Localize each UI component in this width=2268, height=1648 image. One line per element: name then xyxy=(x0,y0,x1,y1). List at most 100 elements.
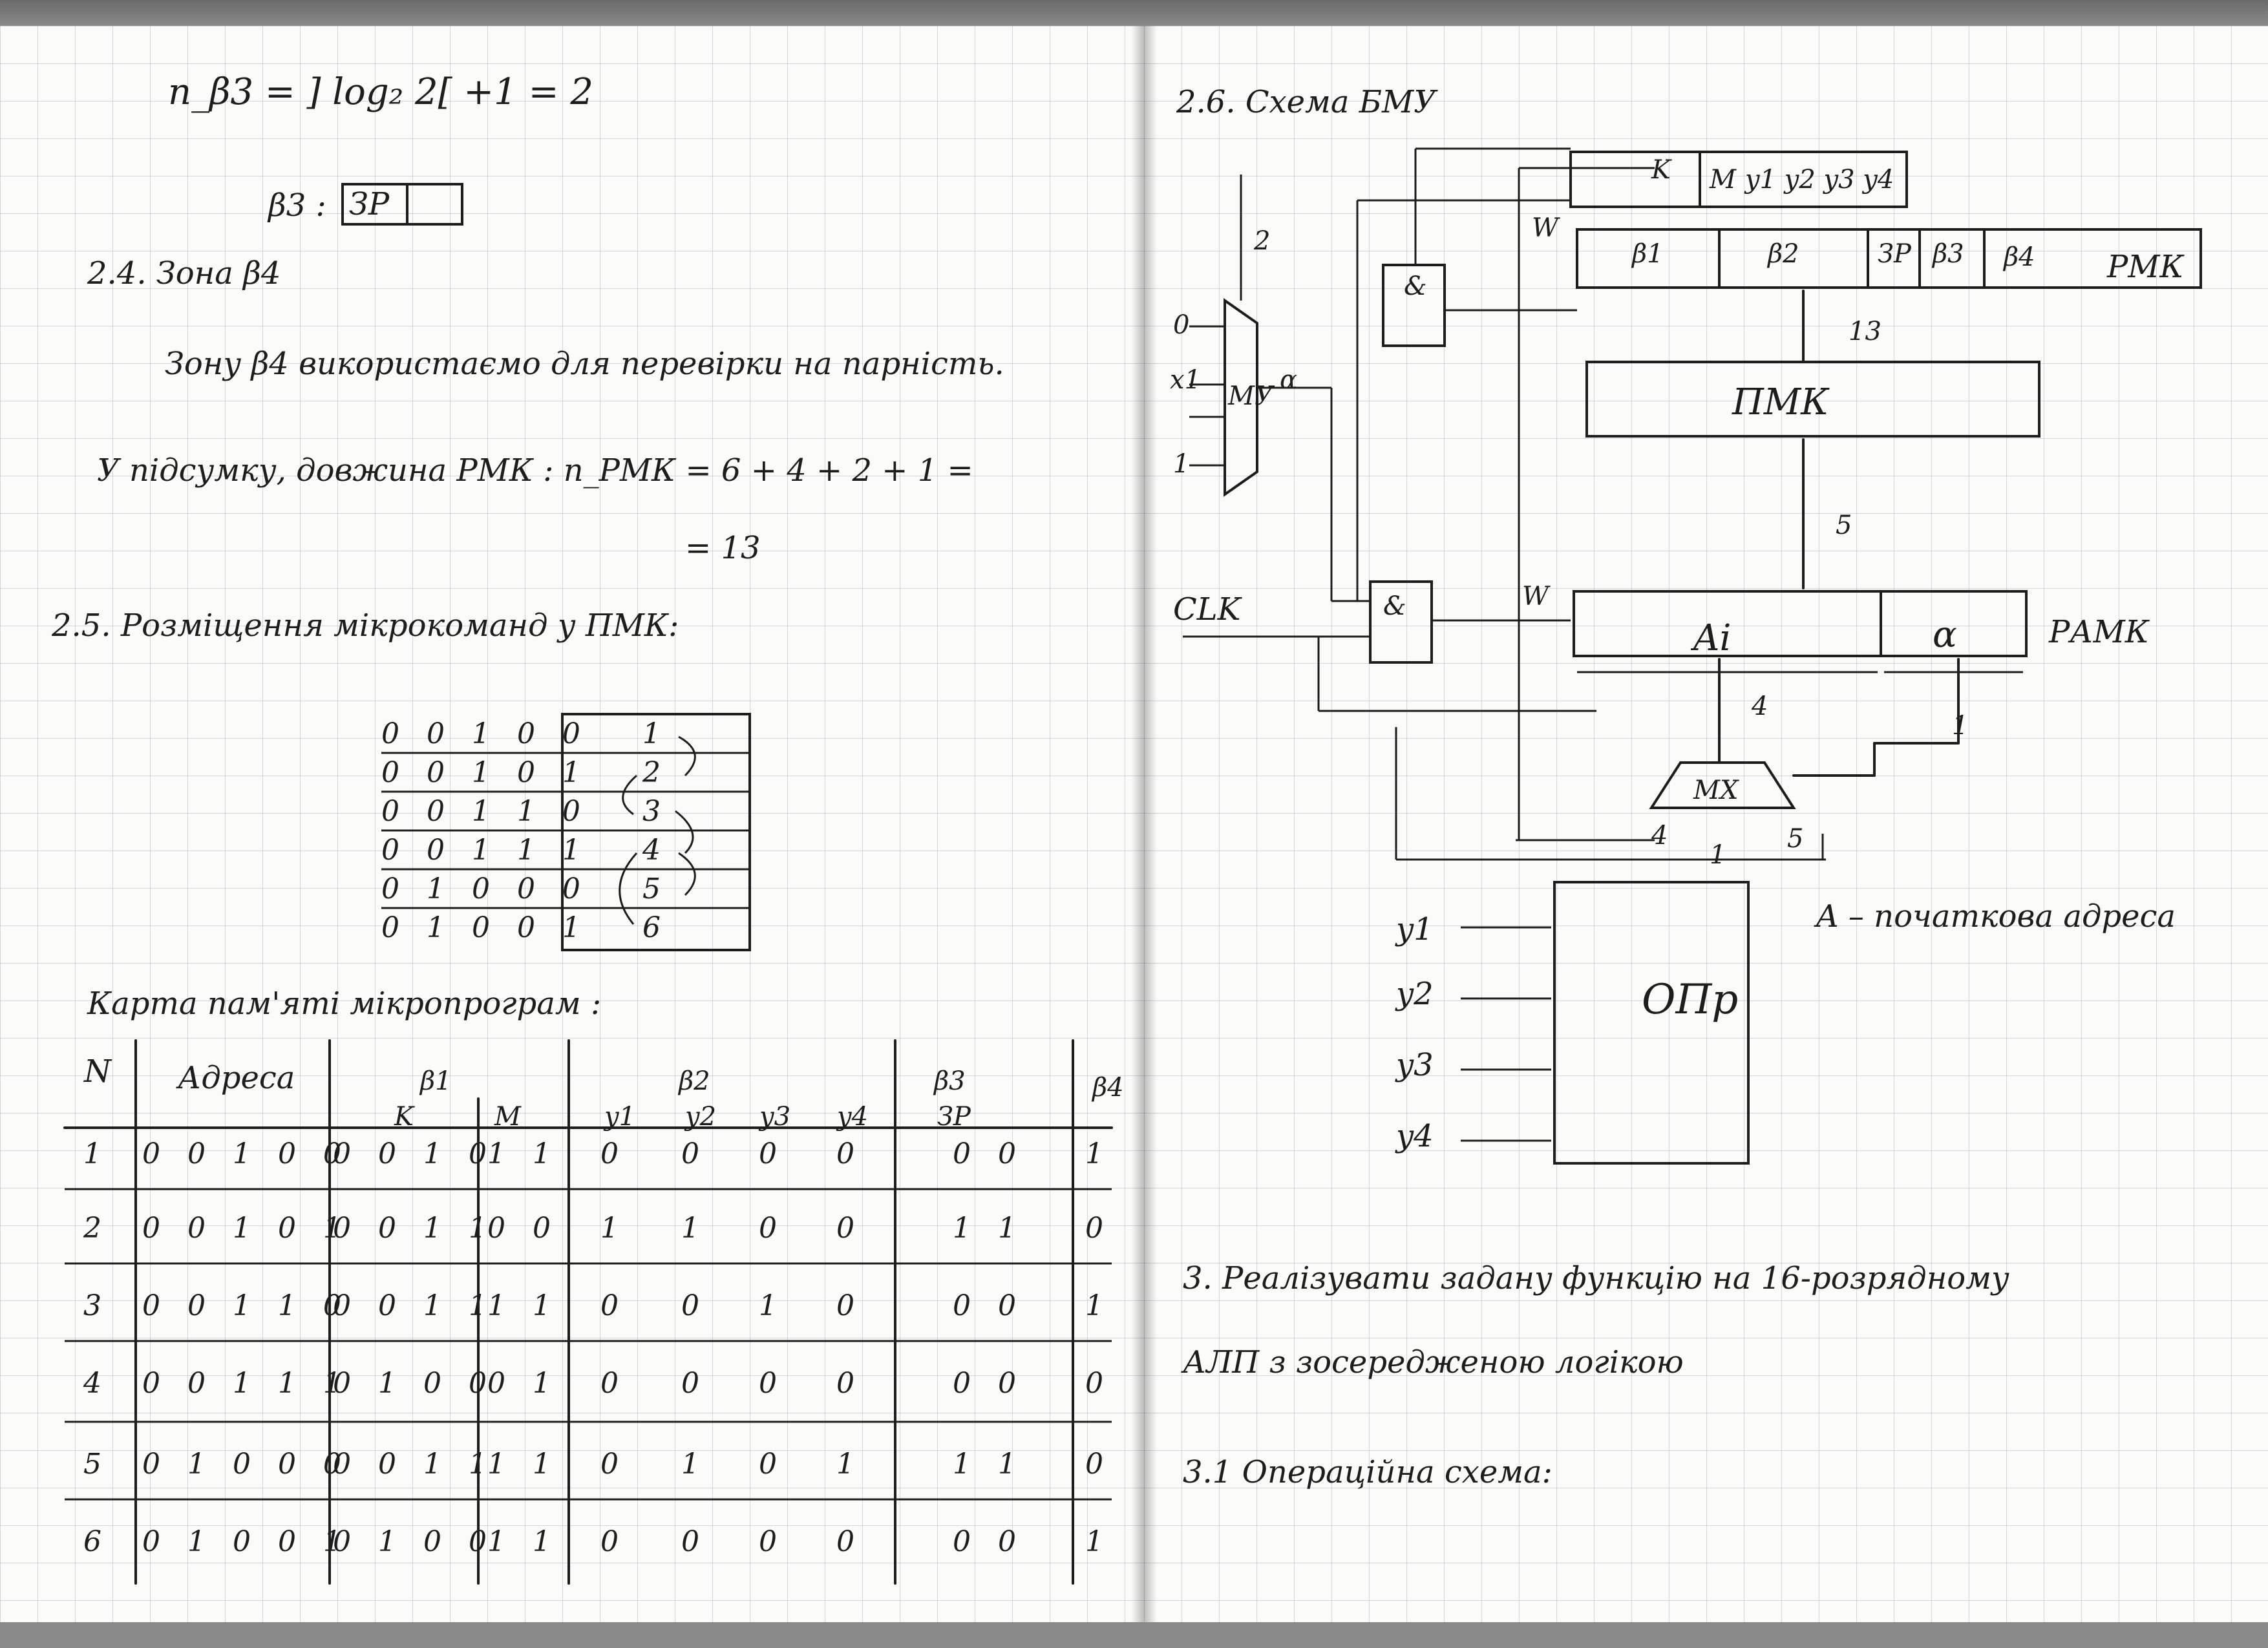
w-label-top: W xyxy=(1532,213,1559,243)
formula-n-b3: n_β3 = ] log₂ 2[ +1 = 2 xyxy=(168,71,593,113)
section-3-line-2: АЛП з зосередженою логікою xyxy=(1183,1344,1684,1380)
table-cell-k: 0 1 0 0 xyxy=(333,1525,496,1558)
placement-grid xyxy=(381,713,751,951)
table-cell-m: 1 1 xyxy=(487,1525,560,1558)
rmk-field-zr: ЗР xyxy=(1878,239,1911,269)
col-header-b2: β2 xyxy=(679,1066,710,1096)
section-2-4-text: Зону β4 використаємо для перевірки на па… xyxy=(165,346,1004,382)
table-cell-b4: 1 xyxy=(1085,1137,1112,1170)
mx-input-4: 4 xyxy=(1651,821,1668,850)
rmk-field-y: y1 y2 y3 y4 xyxy=(1745,165,1894,195)
table-cell-k: 0 0 1 1 xyxy=(333,1212,496,1245)
mx-input-1: 1 xyxy=(1710,840,1726,870)
mx-label: МХ xyxy=(1693,776,1739,805)
memory-map-table-grid xyxy=(63,1039,1113,1585)
table-cell-y1: 0 xyxy=(600,1525,628,1558)
table-cell-addr: 0 0 1 0 0 xyxy=(142,1137,350,1170)
ramk-alpha-label: α xyxy=(1933,614,1957,656)
rmk-field-b2: β2 xyxy=(1768,239,1799,269)
table-cell-zr: 0 0 xyxy=(953,1525,1025,1558)
table-cell-y3: 0 xyxy=(759,1367,786,1400)
opr-input-y1: y1 xyxy=(1396,911,1434,947)
table-cell-y4: 0 xyxy=(836,1367,864,1400)
placement-cell: 3 xyxy=(642,795,670,828)
table-cell-y2: 0 xyxy=(681,1367,708,1400)
rmk-field-b4: β4 xyxy=(2004,242,2035,272)
rmk-field-b1: β1 xyxy=(1632,239,1664,269)
table-cell-y3: 0 xyxy=(759,1525,786,1558)
placement-cell: 4 xyxy=(642,834,670,867)
table-cell-n: 2 xyxy=(83,1212,111,1245)
table-cell-zr: 0 0 xyxy=(953,1137,1025,1170)
memory-map-title: Карта пам'яті мікропрограм : xyxy=(87,986,602,1022)
table-cell-n: 3 xyxy=(83,1289,111,1322)
placement-address: 0 0 1 1 0 xyxy=(381,795,589,828)
table-cell-m: 0 1 xyxy=(487,1367,560,1400)
right-notebook-page xyxy=(1144,26,2268,1622)
mu-input-1: 1 xyxy=(1173,449,1190,479)
table-cell-addr: 0 0 1 1 0 xyxy=(142,1289,350,1322)
col-header-n: N xyxy=(84,1053,111,1090)
table-cell-b4: 0 xyxy=(1085,1212,1112,1245)
opr-input-y3: y3 xyxy=(1396,1047,1434,1083)
control-wires xyxy=(1183,147,1826,861)
table-cell-zr: 1 1 xyxy=(953,1212,1025,1245)
and-gate-bottom xyxy=(1369,580,1433,664)
table-cell-b4: 0 xyxy=(1085,1448,1112,1481)
table-cell-y1: 0 xyxy=(600,1289,628,1322)
table-cell-n: 4 xyxy=(83,1367,111,1400)
table-cell-n: 1 xyxy=(83,1137,111,1170)
table-cell-addr: 0 0 1 0 1 xyxy=(142,1212,350,1245)
table-cell-m: 0 0 xyxy=(487,1212,560,1245)
mx-multiplexer-shape xyxy=(1649,761,1796,809)
table-cell-y2: 0 xyxy=(681,1525,708,1558)
table-cell-k: 0 0 1 1 xyxy=(333,1448,496,1481)
table-cell-y1: 0 xyxy=(600,1448,628,1481)
summary-line-1: У підсумку, довжина РМК : n_РМК = 6 + 4 … xyxy=(97,452,973,489)
placement-address: 0 1 0 0 1 xyxy=(381,911,589,944)
bus-width-4: 4 xyxy=(1752,692,1768,721)
rmk-field-b3: β3 xyxy=(1933,239,1964,269)
mu-input-x1: x1 xyxy=(1170,365,1202,395)
table-cell-y3: 0 xyxy=(759,1212,786,1245)
rmk-register xyxy=(1569,151,2202,289)
table-cell-zr: 1 1 xyxy=(953,1448,1025,1481)
table-cell-y4: 0 xyxy=(836,1289,864,1322)
page-fold xyxy=(1131,26,1157,1622)
ramk-register xyxy=(1573,590,2028,673)
table-cell-y2: 0 xyxy=(681,1137,708,1170)
col-header-b1: β1 xyxy=(420,1066,452,1096)
opr-block xyxy=(1553,881,1750,1165)
table-cell-k: 0 0 1 1 xyxy=(333,1289,496,1322)
pmk-memory-label: ПМК xyxy=(1732,381,1829,423)
bus-width-1: 1 xyxy=(1952,711,1969,741)
table-cell-zr: 0 0 xyxy=(953,1289,1025,1322)
table-cell-y2: 0 xyxy=(681,1289,708,1322)
table-cell-k: 0 1 0 0 xyxy=(333,1367,496,1400)
table-cell-y1: 0 xyxy=(600,1137,628,1170)
w-label-bottom: W xyxy=(1522,582,1549,611)
table-cell-m: 1 1 xyxy=(487,1137,560,1170)
table-cell-b4: 1 xyxy=(1085,1289,1112,1322)
table-cell-y4: 0 xyxy=(836,1525,864,1558)
table-cell-addr: 0 1 0 0 1 xyxy=(142,1525,350,1558)
table-cell-y3: 0 xyxy=(759,1448,786,1481)
mu-output-alpha: α xyxy=(1280,365,1298,395)
col-header-address: Адреса xyxy=(178,1060,295,1096)
left-notebook-page xyxy=(0,26,1144,1622)
table-cell-y4: 0 xyxy=(836,1137,864,1170)
clk-label: CLK xyxy=(1173,591,1241,628)
section-2-4-title: 2.4. Зона β4 xyxy=(87,255,281,291)
table-cell-addr: 0 0 1 1 1 xyxy=(142,1367,350,1400)
summary-line-2: = 13 xyxy=(685,530,761,566)
mu-multiplexer-shape xyxy=(1224,298,1258,497)
mu-input-0: 0 xyxy=(1173,310,1190,340)
rmk-field-m: M xyxy=(1710,165,1736,195)
table-cell-y1: 1 xyxy=(600,1212,628,1245)
placement-cell: 6 xyxy=(642,911,670,944)
table-cell-y2: 1 xyxy=(681,1212,708,1245)
ramk-ai-label: Ai xyxy=(1693,617,1732,659)
placement-cell: 1 xyxy=(642,717,670,750)
placement-cell: 5 xyxy=(642,872,670,905)
mx-input-5: 5 xyxy=(1787,824,1804,854)
